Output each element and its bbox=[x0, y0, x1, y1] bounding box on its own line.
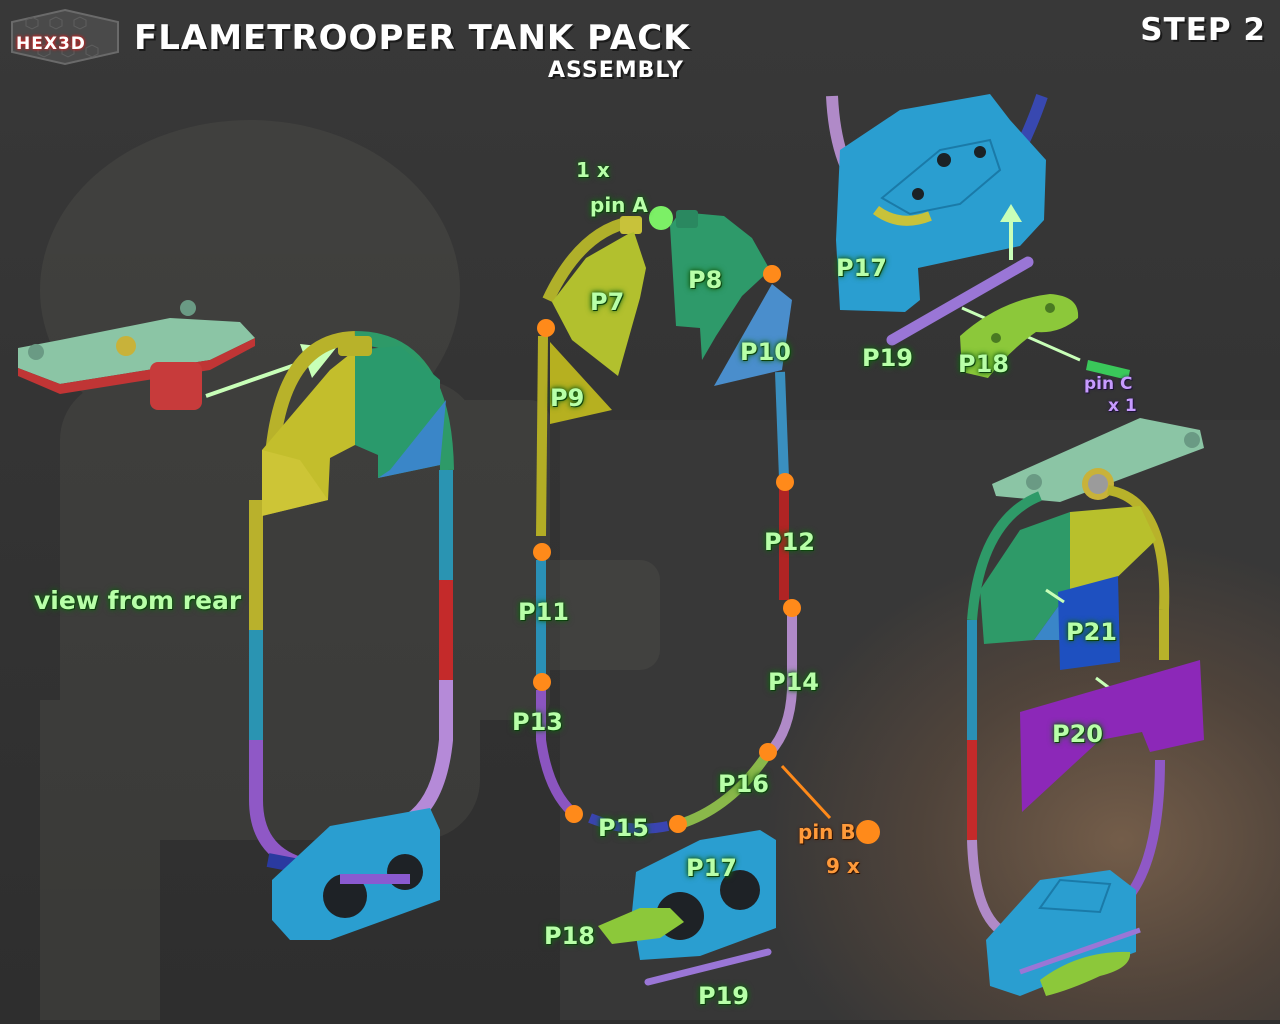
part-p20 bbox=[1020, 660, 1204, 812]
part-label-p20: P20 bbox=[1052, 720, 1103, 748]
rear-view-frame bbox=[18, 300, 454, 940]
part-p18-lower bbox=[598, 908, 684, 944]
part-p7 bbox=[552, 232, 646, 376]
step-label: STEP 2 bbox=[1140, 12, 1266, 48]
part-label-p19-upper: P19 bbox=[862, 344, 913, 372]
part-label-p10: P10 bbox=[740, 338, 791, 366]
part-p19-lower bbox=[644, 948, 772, 986]
pin-b-markers bbox=[533, 265, 801, 833]
pin-a-label: pin A bbox=[590, 193, 648, 217]
part-label-p11: P11 bbox=[518, 598, 569, 626]
part-label-p18-upper: P18 bbox=[958, 350, 1009, 378]
page-subtitle: ASSEMBLY bbox=[548, 58, 684, 83]
part-p10 bbox=[714, 284, 792, 386]
pin-c-quantity: x 1 bbox=[1108, 396, 1137, 416]
pin-c-label: pin C bbox=[1084, 374, 1133, 394]
view-from-rear-label: view from rear bbox=[34, 586, 242, 615]
part-label-p15: P15 bbox=[598, 814, 649, 842]
pin-a-marker bbox=[649, 206, 673, 230]
part-label-p14: P14 bbox=[768, 668, 819, 696]
hex-logo-icon bbox=[11, 8, 119, 66]
part-label-p17-lower: P17 bbox=[686, 854, 737, 882]
part-label-p12: P12 bbox=[764, 528, 815, 556]
pin-b-legend-dot bbox=[856, 820, 880, 844]
exploded-frame bbox=[533, 206, 880, 986]
part-p18-upper bbox=[960, 294, 1079, 378]
bracket-detail bbox=[826, 94, 1130, 380]
part-label-p18-lower: P18 bbox=[544, 922, 595, 950]
part-label-p16: P16 bbox=[718, 770, 769, 798]
trooper-silhouette bbox=[40, 120, 660, 1020]
part-p19-upper bbox=[886, 256, 1034, 346]
part-label-p9: P9 bbox=[550, 384, 585, 412]
rear-top-bracket bbox=[18, 300, 255, 410]
pin-a-quantity: 1 x bbox=[576, 158, 610, 182]
part-p8 bbox=[670, 212, 770, 360]
part-p21 bbox=[1058, 576, 1120, 670]
rear-bottom-bracket bbox=[272, 808, 440, 940]
part-p9 bbox=[550, 342, 612, 424]
page-title: FLAMETROOPER TANK PACK bbox=[134, 18, 691, 58]
pin-b-label: pin B bbox=[798, 820, 856, 844]
part-label-p19-lower: P19 bbox=[698, 982, 749, 1010]
part-label-p8: P8 bbox=[688, 266, 723, 294]
pin-c-part bbox=[1086, 360, 1130, 380]
assembled-frame bbox=[967, 418, 1204, 996]
part-label-p7: P7 bbox=[590, 288, 625, 316]
pin-b-quantity: 9 x bbox=[826, 854, 860, 878]
part-label-p21: P21 bbox=[1066, 618, 1117, 646]
logo-text: HEX3D bbox=[16, 34, 86, 54]
part-label-p17-upper: P17 bbox=[836, 254, 887, 282]
part-label-p13: P13 bbox=[512, 708, 563, 736]
hex3d-logo: HEX3D bbox=[6, 8, 124, 66]
